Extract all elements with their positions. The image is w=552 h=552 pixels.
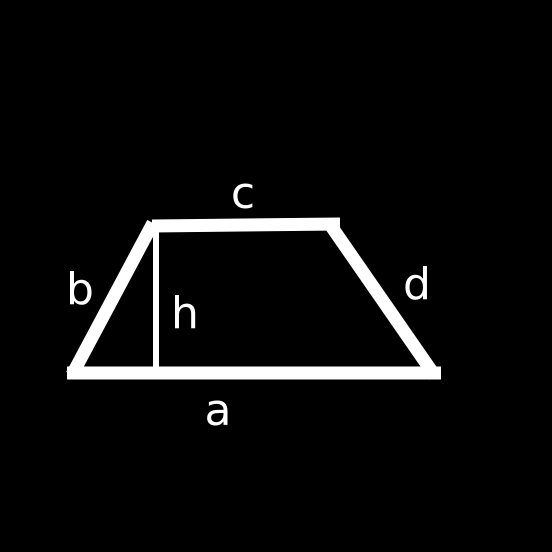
label-height: h — [171, 288, 199, 339]
top-base-edge — [151, 217, 341, 233]
left-leg-edge — [66, 219, 159, 379]
label-top-base: c — [231, 168, 255, 219]
right-leg-edge — [323, 219, 441, 380]
label-bottom-base: a — [205, 385, 232, 436]
label-right-leg: d — [403, 259, 431, 310]
label-left-leg: b — [66, 264, 94, 315]
